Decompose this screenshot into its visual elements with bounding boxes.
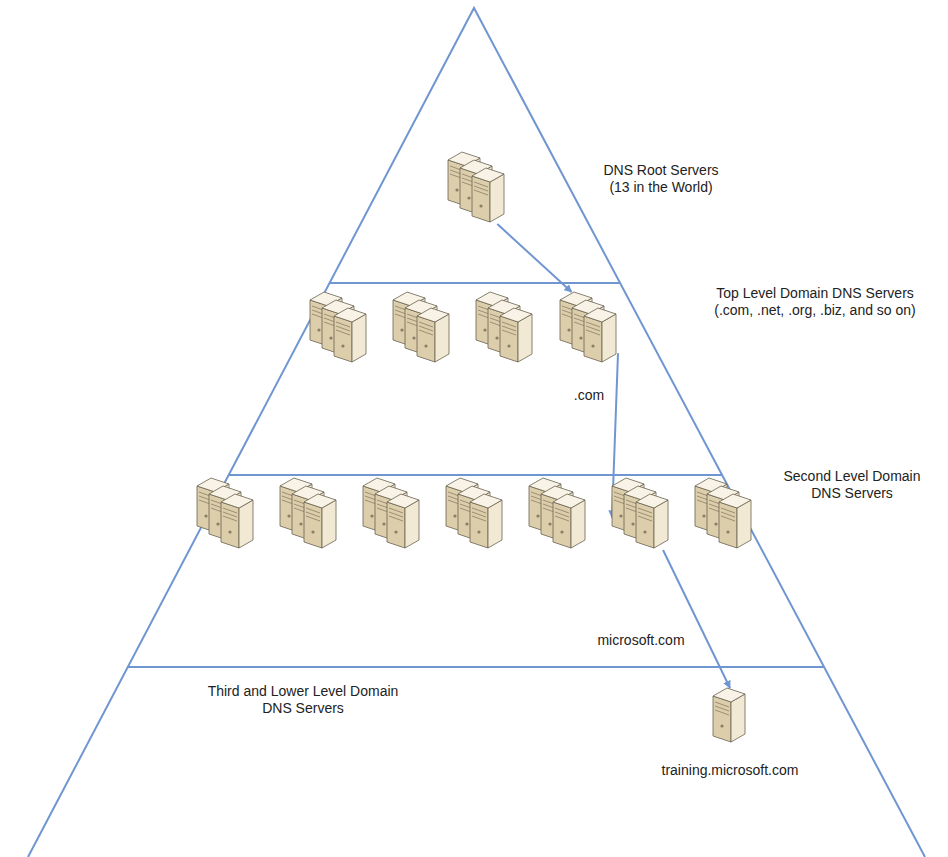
server-stack: microsoft.com [612,478,670,550]
server-label: .com [574,387,604,404]
tier-heading: Second Level Domain DNS Servers [776,468,928,502]
server-icon [612,478,670,550]
server-stack: .com [560,292,618,364]
server-icon [713,688,747,744]
server-icon [560,292,618,364]
tier-heading: Third and Lower Level Domain DNS Servers [196,683,410,717]
query-arrow [663,550,730,688]
server-label: microsoft.com [597,632,684,649]
server-stack: training.microsoft.com [713,688,747,744]
query-arrow [497,224,571,292]
tier-heading: Top Level Domain DNS Servers (.com, .net… [698,285,932,319]
server-stack: DNS Root Servers (13 in the World) [448,152,506,224]
server-label: training.microsoft.com [662,762,799,779]
tier-heading: DNS Root Servers (13 in the World) [598,162,724,196]
server-icon [448,152,506,224]
